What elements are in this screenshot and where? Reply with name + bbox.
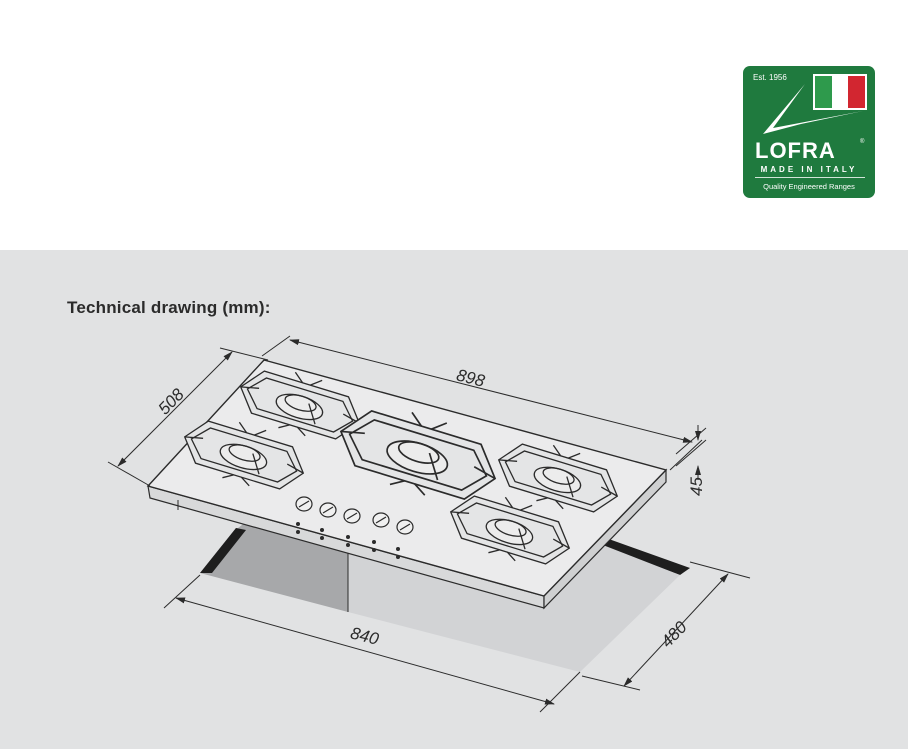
logo-tagline: Quality Engineered Ranges [763, 182, 855, 191]
dimension-cutout-depth: 480 [657, 617, 691, 651]
section-title: Technical drawing (mm): [67, 298, 271, 317]
registered-mark: ® [860, 139, 865, 145]
logo-made-in: MADE IN ITALY [760, 165, 858, 174]
control-knobs [295, 496, 414, 535]
logo-divider [755, 177, 865, 178]
dimension-cutout-width: 840 [349, 623, 382, 648]
dimension-width: 898 [455, 365, 488, 390]
dimension-height: 45 [687, 477, 706, 496]
lofra-logo: Est. 1956 LOFRA ® MADE IN ITALY Quality … [743, 66, 875, 198]
italian-flag-icon [813, 74, 867, 110]
knob-holes [296, 522, 400, 559]
chevron-swoosh-icon [763, 84, 863, 134]
technical-drawing: 898 508 45 840 480 [107, 335, 751, 713]
logo-brand: LOFRA [755, 138, 836, 163]
logo-established: Est. 1956 [753, 73, 787, 82]
dimension-depth: 508 [154, 384, 188, 418]
dimension-lines [107, 335, 751, 713]
